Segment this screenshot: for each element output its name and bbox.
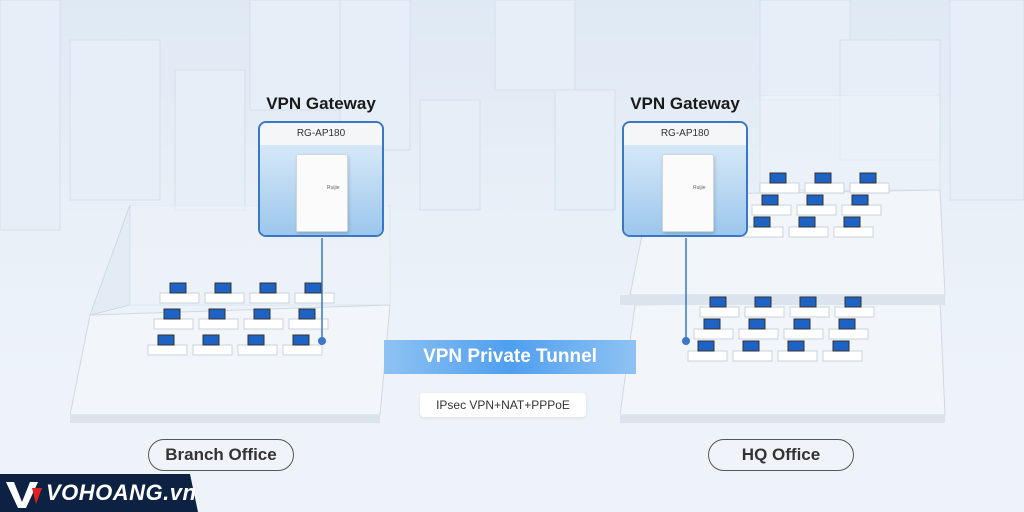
hq-gateway-card: RG-AP180 Ruijie (622, 121, 748, 237)
monitor (253, 308, 271, 320)
monitor (769, 172, 787, 184)
branch-gateway-model: RG-AP180 (260, 123, 382, 146)
monitor (163, 308, 181, 320)
watermark-text: VOHOANG.vn (46, 480, 197, 505)
monitor (214, 282, 232, 294)
monitor (298, 308, 316, 320)
branch-gateway-card: RG-AP180 Ruijie (258, 121, 384, 237)
branch-access-point-device: Ruijie (296, 154, 348, 232)
monitor (247, 334, 265, 346)
monitor (761, 194, 779, 206)
watermark-bar (0, 474, 198, 512)
monitor (709, 296, 727, 308)
monitor (748, 318, 766, 330)
monitor (832, 340, 850, 352)
branch-office-label: Branch Office (148, 439, 294, 471)
monitor (742, 340, 760, 352)
monitor (157, 334, 175, 346)
monitor (787, 340, 805, 352)
monitor (208, 308, 226, 320)
monitor (754, 296, 772, 308)
hq-access-point-device: Ruijie (662, 154, 714, 232)
monitor (259, 282, 277, 294)
monitor (799, 296, 817, 308)
hq-gateway-title: VPN Gateway (630, 94, 740, 113)
monitor (202, 334, 220, 346)
monitor (814, 172, 832, 184)
monitor (851, 194, 869, 206)
monitor (304, 282, 322, 294)
monitor (697, 340, 715, 352)
monitor (859, 172, 877, 184)
monitor (793, 318, 811, 330)
branch-device-brand: Ruijie (327, 185, 340, 191)
monitor (753, 216, 771, 228)
hq-gateway-model: RG-AP180 (624, 123, 746, 146)
branch-gateway-title: VPN Gateway (266, 94, 376, 113)
monitor (292, 334, 310, 346)
vpn-tunnel-banner: VPN Private Tunnel (384, 340, 636, 374)
monitor (838, 318, 856, 330)
monitor (703, 318, 721, 330)
hq-office-label: HQ Office (708, 439, 854, 471)
monitor (798, 216, 816, 228)
vohoang-logo-icon (6, 482, 42, 508)
protocol-label: IPsec VPN+NAT+PPPoE (420, 393, 586, 417)
monitor (806, 194, 824, 206)
hq-device-brand: Ruijie (693, 185, 706, 191)
monitor (844, 296, 862, 308)
monitor (843, 216, 861, 228)
monitor (169, 282, 187, 294)
